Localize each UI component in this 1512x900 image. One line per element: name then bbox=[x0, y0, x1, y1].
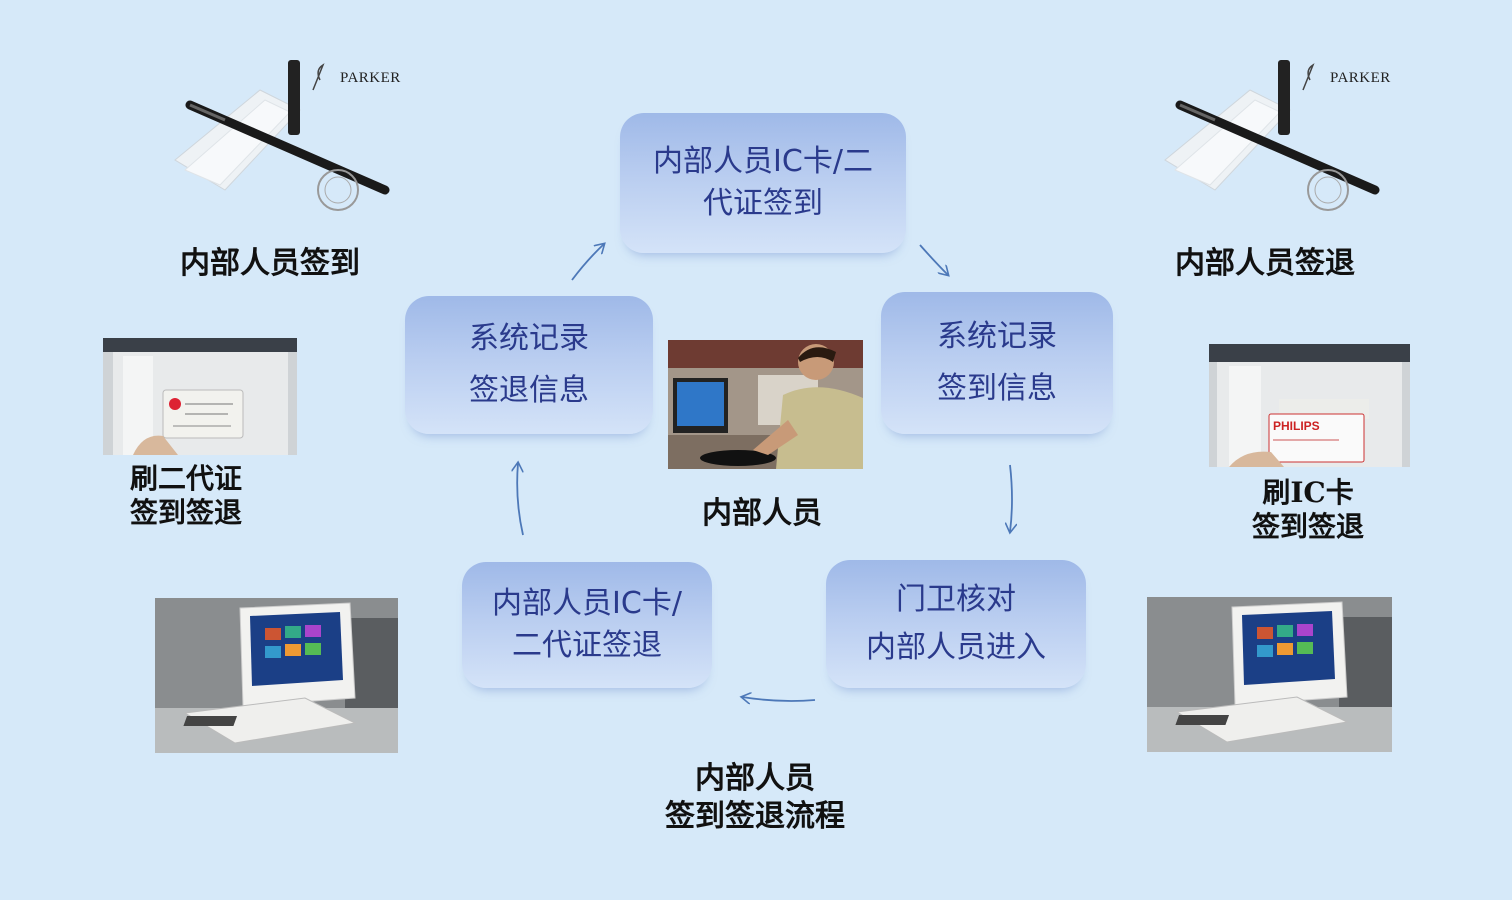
arrow-right-to-bottom-right bbox=[1010, 464, 1012, 532]
label-process-title: 内部人员 签到签退流程 bbox=[665, 760, 845, 836]
cycle-box-checkout-line2: 二代证签退 bbox=[512, 628, 662, 663]
ic-card-photo: PHILIPS bbox=[1209, 344, 1410, 467]
label-id-card-line1: 刷二代证 bbox=[130, 462, 243, 495]
cycle-box-checkin-line1: 内部人员IC卡/二 bbox=[653, 144, 873, 179]
internal-staff-photo bbox=[668, 340, 863, 469]
kiosk-photo-left bbox=[155, 598, 398, 753]
cycle-box-checkin: 内部人员IC卡/二 代证签到 bbox=[620, 113, 906, 253]
cycle-box-checkout: 内部人员IC卡/ 二代证签退 bbox=[462, 562, 712, 688]
label-id-card-checkin: 刷二代证 签到签退 bbox=[130, 462, 242, 530]
arrow-top-to-right bbox=[919, 244, 948, 275]
brand-parker-right: PARKER bbox=[1330, 70, 1391, 86]
cycle-box-guard-verify-line1: 门卫核对 bbox=[896, 582, 1016, 617]
pen-photo-right: PARKER bbox=[1155, 50, 1400, 220]
label-ic-card-line1: 刷IC卡 bbox=[1262, 476, 1354, 509]
brand-philips: PHILIPS bbox=[1273, 419, 1320, 433]
kiosk-photo-right bbox=[1147, 597, 1392, 752]
cycle-box-record-checkout: 系统记录 签退信息 bbox=[405, 296, 653, 434]
label-internal-signout: 内部人员签退 bbox=[1175, 246, 1355, 281]
label-process-title-line1: 内部人员 bbox=[695, 761, 815, 796]
arrow-bottom-left-to-left bbox=[517, 463, 523, 536]
cycle-box-guard-verify: 门卫核对 内部人员进入 bbox=[826, 560, 1086, 688]
cycle-box-checkout-line1: 内部人员IC卡/ bbox=[492, 586, 682, 621]
cycle-box-record-checkout-line1: 系统记录 bbox=[469, 321, 589, 356]
label-ic-card-line2: 签到签退 bbox=[1252, 510, 1365, 543]
cycle-box-record-checkout-line2: 签退信息 bbox=[469, 373, 589, 408]
label-internal-signin: 内部人员签到 bbox=[180, 246, 360, 281]
cycle-box-record-checkin-line1: 系统记录 bbox=[937, 319, 1057, 354]
cycle-box-record-checkin-line2: 签到信息 bbox=[937, 371, 1057, 406]
cycle-box-record-checkin: 系统记录 签到信息 bbox=[881, 292, 1113, 434]
arrow-left-to-top bbox=[571, 244, 604, 281]
label-process-title-line2: 签到签退流程 bbox=[665, 799, 845, 834]
cycle-box-guard-verify-line2: 内部人员进入 bbox=[866, 630, 1046, 665]
id-card-photo bbox=[103, 338, 297, 455]
brand-parker-left: PARKER bbox=[340, 70, 401, 86]
label-id-card-line2: 签到签退 bbox=[130, 496, 243, 529]
arrow-bottom-right-to-bottom-left bbox=[742, 697, 816, 701]
label-ic-card-checkin: 刷IC卡 签到签退 bbox=[1252, 476, 1364, 544]
pen-photo-left: PARKER bbox=[165, 50, 410, 220]
label-internal-staff: 内部人员 bbox=[702, 496, 822, 531]
cycle-box-checkin-line2: 代证签到 bbox=[703, 186, 823, 221]
